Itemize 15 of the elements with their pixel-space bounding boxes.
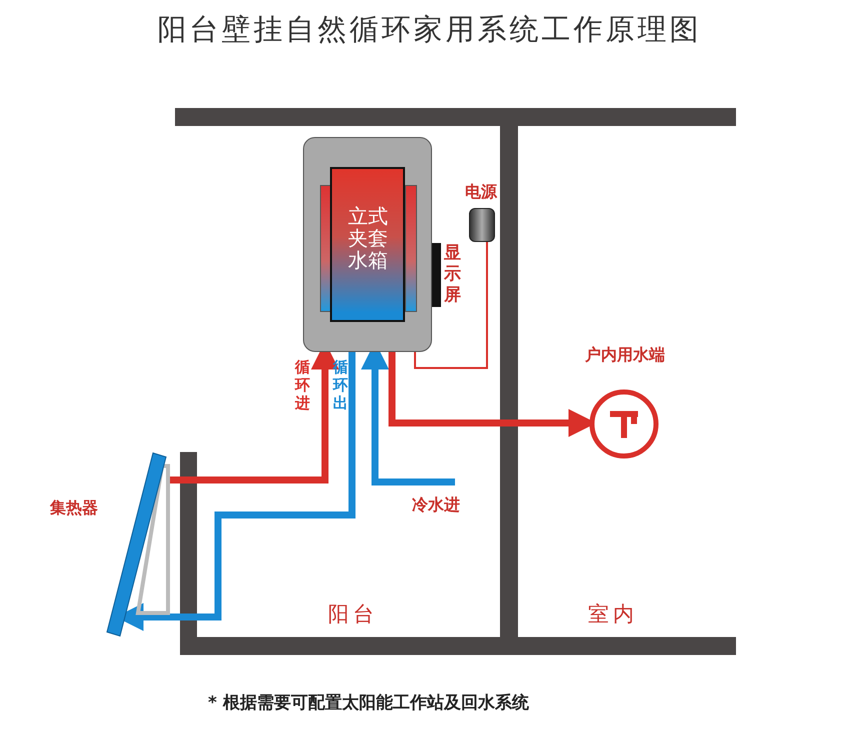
- edge-label: 循环出: [333, 358, 349, 412]
- footnote: * 根据需要可配置太阳能工作站及回水系统: [208, 692, 529, 714]
- display-panel: [432, 243, 462, 309]
- edge-label: 循环进: [295, 358, 311, 412]
- water-tank: [303, 137, 432, 352]
- display-label: 显示屏: [444, 243, 461, 306]
- outlet-label: 户内用水端: [584, 345, 666, 366]
- collector-label: 集热器: [50, 498, 99, 519]
- socket-label: 电源: [464, 182, 498, 203]
- inlet-label: 冷水进: [412, 495, 482, 516]
- tank-label: 立式夹套水箱: [347, 205, 389, 271]
- power-cable: [414, 242, 488, 369]
- room-label: 阳台: [328, 601, 378, 628]
- room-label: 室内: [588, 601, 638, 628]
- title: 阳台壁挂自然循环家用系统工作原理图: [156, 11, 702, 48]
